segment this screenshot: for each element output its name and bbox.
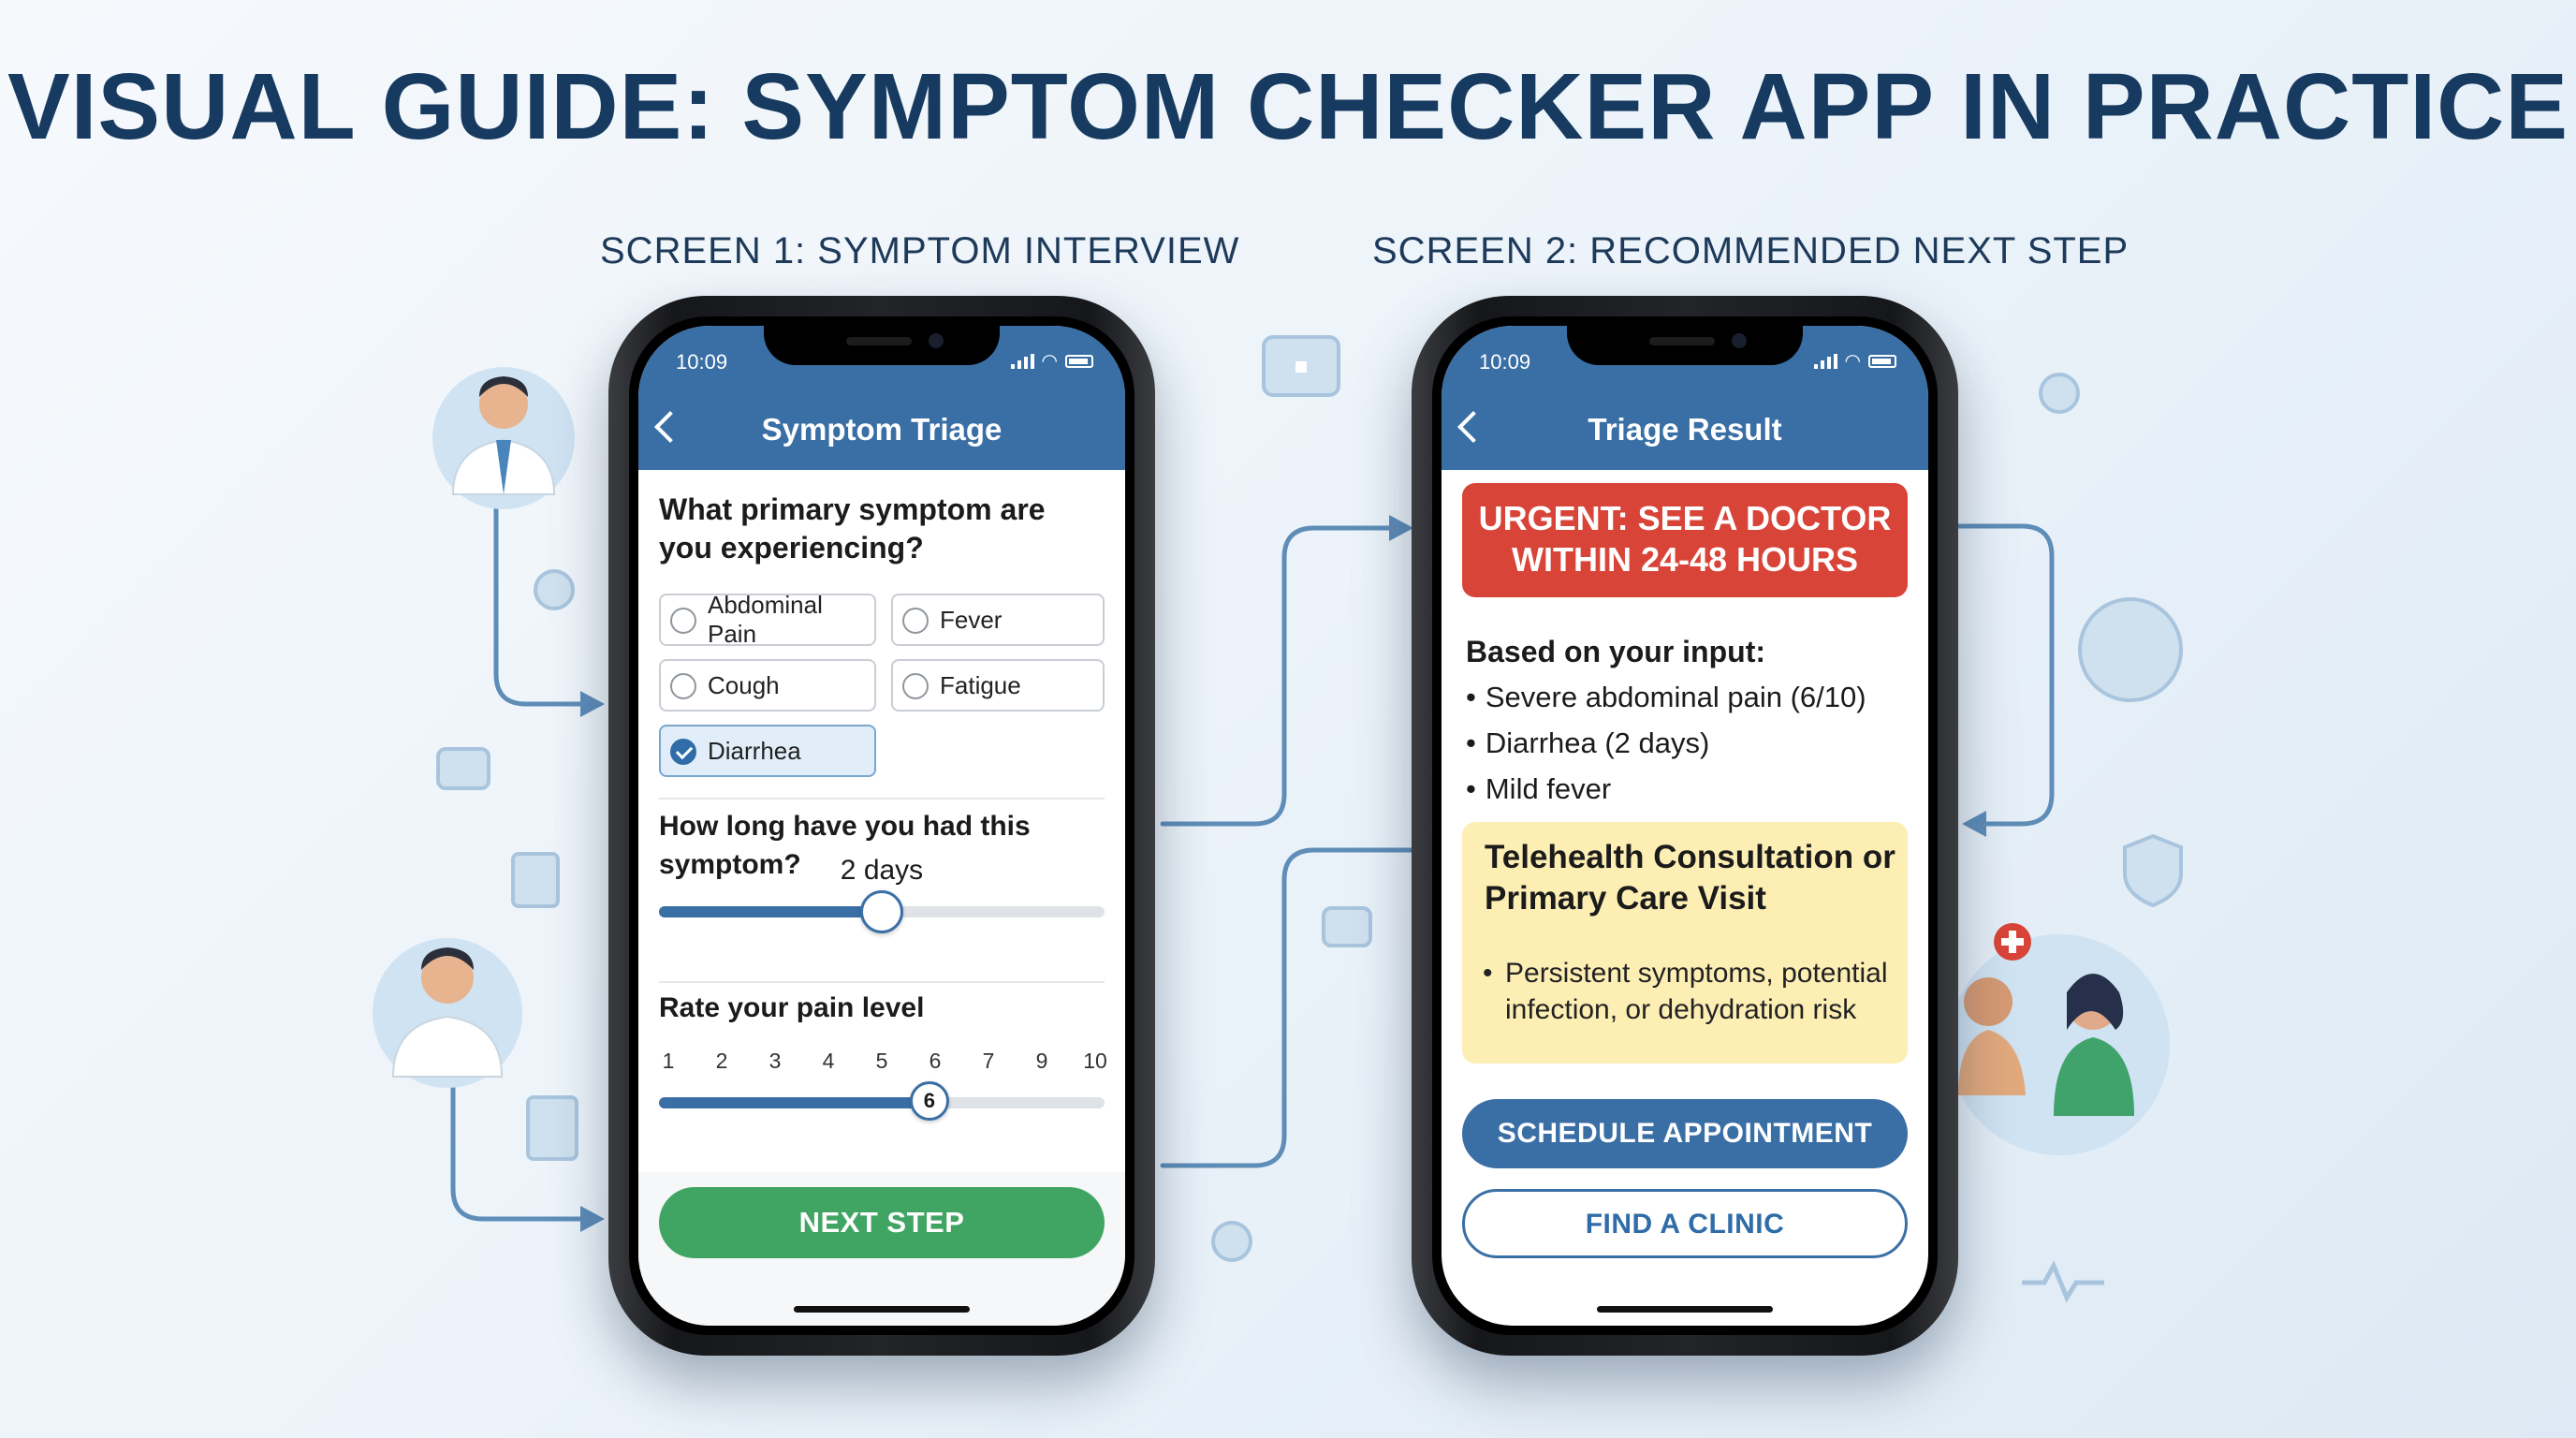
- option-label: Abdominal Pain: [708, 591, 823, 648]
- consultation-illustration: [1949, 923, 2170, 1155]
- medical-kit-icon: [436, 747, 490, 790]
- duration-question: How long have you had this symptom?: [659, 811, 1031, 880]
- wifi-icon: ◠: [1041, 351, 1058, 372]
- radio-icon: [670, 673, 696, 699]
- heartbeat-icon: [2022, 1260, 2104, 1303]
- pain-scale-tick: 1: [662, 1049, 675, 1073]
- phone-notch: [764, 326, 1000, 365]
- page-title: VISUAL GUIDE: SYMPTOM CHECKER APP IN PRA…: [7, 54, 2569, 159]
- home-indicator: [1597, 1306, 1773, 1313]
- checked-icon: [670, 739, 696, 765]
- home-indicator: [794, 1306, 970, 1313]
- pain-scale-tick: 9: [1035, 1049, 1048, 1073]
- phone-frame-screen2: 10:09 ◠ Triage Result URGENT: SEE A DOCT…: [1412, 296, 1958, 1356]
- radio-icon: [670, 608, 696, 634]
- patient-doctor-icon: [1211, 1221, 1252, 1262]
- duration-slider-thumb[interactable]: [860, 890, 903, 933]
- screen1-title: Symptom Triage: [761, 412, 1003, 447]
- screen1-label: SCREEN 1: SYMPTOM INTERVIEW: [600, 230, 1240, 271]
- camera-icon: [1322, 906, 1372, 947]
- pain-scale-tick: 2: [715, 1049, 728, 1073]
- list-item: Severe abdominal pain (6/10): [1466, 674, 1866, 720]
- shield-icon: [2123, 833, 2183, 908]
- pain-slider-thumb[interactable]: 6: [909, 1081, 949, 1121]
- find-clinic-button[interactable]: FIND A CLINIC: [1462, 1189, 1908, 1258]
- pain-scale-tick: 4: [822, 1049, 835, 1073]
- symptom-question: What primary symptom are you experiencin…: [659, 492, 1046, 565]
- option-fatigue[interactable]: Fatigue: [891, 659, 1105, 712]
- pain-slider-fill: [659, 1097, 929, 1108]
- pain-scale-tick: 6: [929, 1049, 942, 1073]
- option-cough[interactable]: Cough: [659, 659, 876, 712]
- recommendation-card: Telehealth Consultation or Primary Care …: [1462, 822, 1908, 1064]
- pain-scale: 1 2 3 4 5 6 7 9 10: [659, 1049, 1107, 1077]
- duration-value: 2 days: [840, 855, 924, 886]
- list-item: Diarrhea (2 days): [1466, 720, 1866, 766]
- urgent-banner: URGENT: SEE A DOCTOR WITHIN 24-48 HOURS: [1462, 483, 1908, 597]
- urgent-line-1: URGENT: SEE A DOCTOR: [1478, 499, 1892, 537]
- radio-icon: [902, 673, 929, 699]
- recommendation-reason: Persistent symptoms, potential infection…: [1483, 955, 1889, 1028]
- list-item: Mild fever: [1466, 766, 1866, 812]
- screen1-footer: NEXT STEP: [638, 1172, 1125, 1326]
- option-label: Fever: [940, 605, 1003, 634]
- pain-scale-tick: 7: [982, 1049, 995, 1073]
- duration-slider-fill: [659, 906, 882, 917]
- battery-icon: [1065, 355, 1093, 368]
- divider: [659, 798, 1105, 800]
- status-icons: ◠: [1813, 351, 1896, 372]
- pain-scale-tick: 5: [875, 1049, 888, 1073]
- wifi-icon: ◠: [1844, 351, 1861, 372]
- pain-scale-tick: 10: [1083, 1049, 1107, 1073]
- people-icon: [534, 569, 575, 610]
- doctor-avatar-icon: [373, 938, 522, 1088]
- clipboard-icon: [526, 1095, 578, 1161]
- option-fever[interactable]: Fever: [891, 594, 1105, 646]
- option-label: Cough: [708, 670, 780, 699]
- status-icons: ◠: [1010, 351, 1093, 372]
- option-abdominal-pain[interactable]: Abdominal Pain: [659, 591, 876, 648]
- divider: [659, 981, 1105, 983]
- id-badge-icon: [511, 852, 560, 908]
- phone-notch: [1567, 326, 1803, 365]
- battery-icon: [1868, 355, 1896, 368]
- screen1-display: 10:09 ◠ Symptom Triage What primary symp…: [638, 326, 1125, 1326]
- status-time: 10:09: [1479, 350, 1531, 374]
- status-time: 10:09: [676, 350, 728, 374]
- schedule-appointment-button[interactable]: SCHEDULE APPOINTMENT: [1462, 1099, 1908, 1168]
- phone-frame-screen1: 10:09 ◠ Symptom Triage What primary symp…: [608, 296, 1155, 1356]
- pain-scale-tick: 3: [768, 1049, 782, 1073]
- recommendation-title: Telehealth Consultation or Primary Care …: [1485, 839, 1895, 917]
- screen2-display: 10:09 ◠ Triage Result URGENT: SEE A DOCT…: [1442, 326, 1928, 1326]
- option-label: Diarrhea: [708, 736, 801, 765]
- option-diarrhea[interactable]: Diarrhea: [659, 725, 876, 777]
- doctor-avatar-icon: [432, 367, 575, 509]
- option-label: Fatigue: [940, 670, 1021, 699]
- radio-icon: [902, 608, 929, 634]
- pain-question: Rate your pain level: [659, 992, 925, 1023]
- clipboard-icon: [2078, 597, 2183, 702]
- based-on-title: Based on your input:: [1466, 635, 1765, 668]
- signal-icon: [1813, 354, 1837, 369]
- input-summary-list: Severe abdominal pain (6/10) Diarrhea (2…: [1466, 674, 1866, 812]
- next-step-button[interactable]: NEXT STEP: [659, 1187, 1105, 1258]
- signal-icon: [1010, 354, 1034, 369]
- screen2-label: SCREEN 2: RECOMMENDED NEXT STEP: [1372, 230, 2130, 271]
- urgent-line-2: WITHIN 24-48 HOURS: [1511, 540, 1859, 579]
- add-user-icon: [2039, 373, 2080, 414]
- pain-slider[interactable]: [659, 1097, 1105, 1108]
- screen2-title: Triage Result: [1588, 412, 1782, 447]
